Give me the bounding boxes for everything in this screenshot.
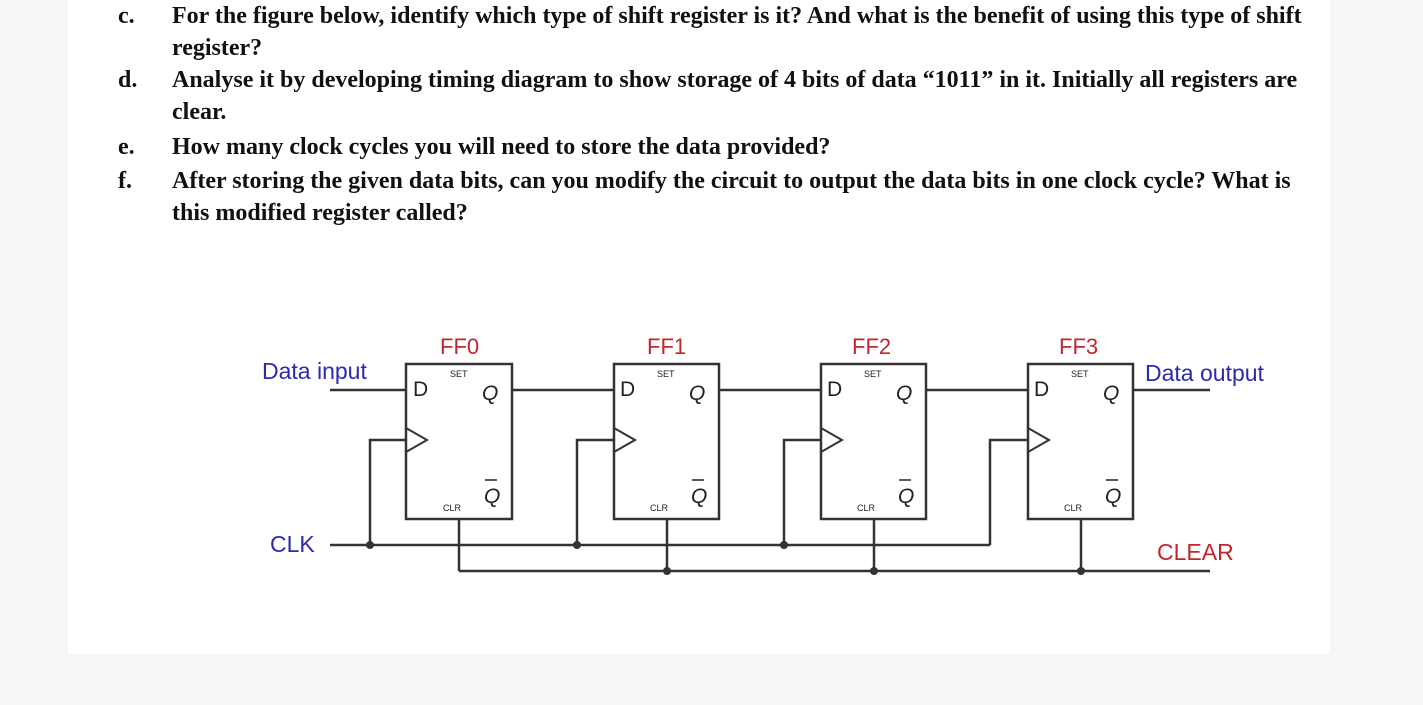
question-text: How many clock cycles you will need to s… bbox=[172, 134, 831, 160]
clr-label: CLR bbox=[857, 503, 876, 513]
set-label: SET bbox=[657, 369, 675, 379]
ff-label: FF2 bbox=[852, 334, 891, 359]
flip-flop-ff0: FF0 D Q SET CLR Q bbox=[404, 334, 514, 521]
clr-label: CLR bbox=[650, 503, 669, 513]
q-output-label: Q bbox=[482, 382, 498, 405]
question-letter: f. bbox=[118, 168, 132, 194]
q-bar-output-label: Q bbox=[691, 485, 707, 508]
flip-flop-ff2: FF2 D Q SET CLR Q bbox=[819, 334, 928, 521]
set-label: SET bbox=[450, 369, 468, 379]
wires bbox=[330, 388, 1210, 573]
clear-label: CLEAR bbox=[1157, 539, 1234, 565]
junction-dots bbox=[366, 541, 1085, 575]
set-label: SET bbox=[864, 369, 882, 379]
question-letter: d. bbox=[118, 67, 138, 93]
clr-label: CLR bbox=[443, 503, 462, 513]
d-input-label: D bbox=[413, 378, 428, 401]
ff-label: FF3 bbox=[1059, 334, 1098, 359]
question-text: For the figure below, identify which typ… bbox=[172, 3, 1302, 61]
data-input-label: Data input bbox=[262, 358, 367, 384]
question-letter: e. bbox=[118, 134, 135, 160]
flip-flop-ff3: FF3 D Q SET CLR Q bbox=[1026, 334, 1135, 521]
q-output-label: Q bbox=[1103, 382, 1119, 405]
ff-label: FF1 bbox=[647, 334, 686, 359]
question-letter: c. bbox=[118, 3, 135, 29]
question-text: After storing the given data bits, can y… bbox=[172, 168, 1291, 226]
clr-label: CLR bbox=[1064, 503, 1083, 513]
clk-label: CLK bbox=[270, 531, 315, 557]
ff-label: FF0 bbox=[440, 334, 479, 359]
q-output-label: Q bbox=[896, 382, 912, 405]
q-output-label: Q bbox=[689, 382, 705, 405]
d-input-label: D bbox=[620, 378, 635, 401]
q-bar-output-label: Q bbox=[898, 485, 914, 508]
d-input-label: D bbox=[1034, 378, 1049, 401]
q-bar-output-label: Q bbox=[1105, 485, 1121, 508]
question-text: Analyse it by developing timing diagram … bbox=[172, 67, 1298, 125]
q-bar-output-label: Q bbox=[484, 485, 500, 508]
data-output-label: Data output bbox=[1145, 360, 1265, 386]
d-input-label: D bbox=[827, 378, 842, 401]
flip-flop-ff1: FF1 D Q SET CLR Q bbox=[612, 334, 721, 521]
set-label: SET bbox=[1071, 369, 1089, 379]
